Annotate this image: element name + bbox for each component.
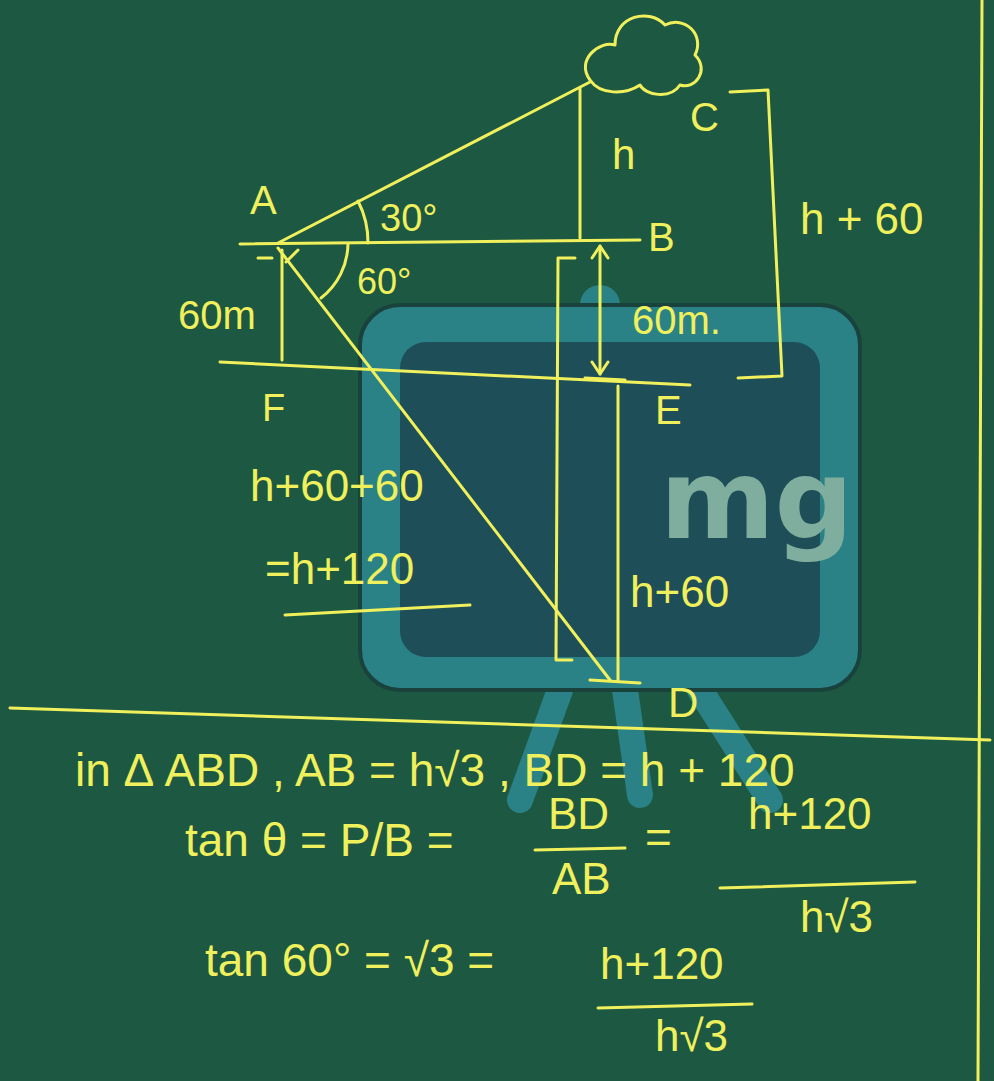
arrowhead xyxy=(592,246,608,374)
handwritten-label: A xyxy=(250,178,277,222)
handwritten-label: h+60+60 xyxy=(250,462,424,510)
board-frame xyxy=(360,305,860,690)
handwritten-label: h + 60 xyxy=(800,195,924,243)
handwritten-label: B xyxy=(648,215,675,259)
fraction-bar xyxy=(598,1004,752,1008)
handwritten-label: AB xyxy=(552,855,611,903)
cloud xyxy=(585,16,701,95)
tick xyxy=(590,680,640,683)
angle-arc xyxy=(321,244,348,298)
divider xyxy=(10,708,990,740)
handwritten-label: h xyxy=(612,132,635,178)
handwritten-label: 60m xyxy=(178,293,256,337)
handwritten-label: tan 60° = √3 = xyxy=(205,935,494,986)
fraction-bar xyxy=(535,848,625,850)
fraction-bar xyxy=(720,882,915,888)
handwritten-label: h√3 xyxy=(800,893,873,941)
handwritten-label: h+120 xyxy=(600,940,724,988)
handwritten-label: 60° xyxy=(357,262,411,302)
bracket xyxy=(730,90,782,378)
handwritten-label: F xyxy=(262,388,285,430)
handwritten-label: h+120 xyxy=(748,790,872,838)
line-of-sight xyxy=(278,82,590,243)
height-line xyxy=(281,250,284,360)
handwritten-label: BD xyxy=(548,790,609,838)
chalk-lines xyxy=(10,0,990,1081)
handwritten-label: in Δ ABD , AB = h√3 , BD = h + 120 xyxy=(75,745,795,796)
tick xyxy=(585,378,625,380)
handwritten-label: C xyxy=(690,95,719,139)
ground-line xyxy=(220,362,690,385)
handwritten-label: =h+120 xyxy=(265,545,414,593)
handwritten-label: E xyxy=(655,388,682,432)
handwritten-label: 60m. xyxy=(632,298,721,342)
handwritten-label: h√3 xyxy=(655,1012,728,1060)
handwritten-label: D xyxy=(668,680,698,726)
handwritten-label: tan θ = P/B = xyxy=(185,815,454,866)
bracket xyxy=(556,258,575,660)
handwritten-label: 30° xyxy=(380,198,437,240)
height-line xyxy=(579,88,582,238)
handwritten-label: = xyxy=(645,812,672,863)
reflection-line xyxy=(617,386,620,680)
tick xyxy=(258,257,272,260)
horizontal-line xyxy=(240,240,640,244)
handwritten-label: h+60 xyxy=(630,568,729,616)
underline xyxy=(285,605,470,615)
divider xyxy=(978,0,982,1081)
watermark: mg xyxy=(660,445,853,555)
angle-arc xyxy=(358,201,368,243)
dimension-arrow xyxy=(599,246,602,374)
